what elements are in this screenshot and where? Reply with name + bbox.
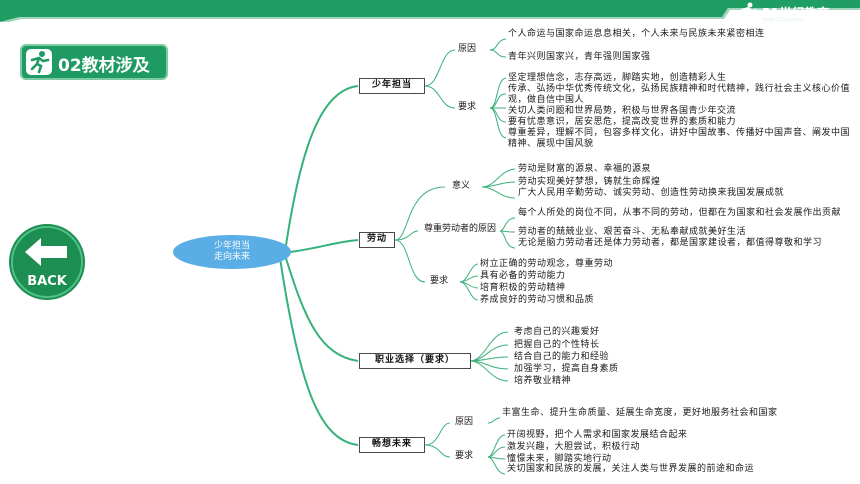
leaf-text: 培养敬业精神 [514,376,572,386]
leaf-text: 无论是脑力劳动者还是体力劳动者，都是国家建设者，都值得尊敬和学习 [518,238,823,248]
leaf-text: 具有必备的劳动能力 [480,271,566,281]
label-respect-reason: 尊重劳动者的原因 [423,224,496,234]
leaf-text: 憧憬未来，脚踏实地行动 [507,454,612,464]
leaf-text: 每个人所处的岗位不同，从事不同的劳动，但都在为国家和社会发展作出贡献 [518,208,842,218]
leaf-text: 劳动实现美好梦想，铸就生命辉煌 [518,177,661,187]
leaf-text: 关切人类问题和世界局势，积极与世界各国青少年交流 [508,106,737,116]
center-line-2: 走向未来 [213,252,250,262]
back-button[interactable]: BACK [7,222,91,306]
label-requirement: 要求 [430,276,449,286]
label-reason: 原因 [455,417,474,427]
brand-logo: 21世纪教育 www.21cnjy.com [736,2,846,23]
leaf-text: 尊重差异，理解不同，包容多样文化，讲好中国故事、传播好中国声音、阐发中国精神、展… [508,128,851,149]
brand-url: www.21cnjy.com [762,17,804,23]
leaf-text: 坚定理想信念，志存高远，脚踏实地，创造精彩人生 [508,73,727,83]
leaf-text: 关切国家和民族的发展，关注人类与世界发展的前途和命运 [507,464,755,474]
branch-box-youth: 少年担当 [359,78,425,94]
leaf-text: 把握自己的个性特长 [514,340,600,350]
leaf-text: 结合自己的能力和经验 [514,352,610,362]
leaf-text: 传承、弘扬中华优秀传统文化，弘扬民族精神和时代精神，践行社会主义核心价值观，做自… [508,84,851,105]
leaf-text: 培育积极的劳动精神 [480,283,566,293]
branch-box-labor: 劳动 [359,232,395,248]
leaf-text: 劳动者的兢兢业业、艰苦奋斗、无私奉献成就美好生活 [518,227,747,237]
leaf-text: 要有忧患意识，居安思危，提高改变世界的素质和能力 [508,117,737,127]
leaf-text: 激发兴趣，大胆尝试，积极行动 [507,442,641,452]
leaf-text: 青年兴则国家兴，青年强则国家强 [508,52,651,62]
label-requirement: 要求 [458,102,477,112]
leaf-text: 加强学习，提高自身素质 [514,364,619,374]
label-meaning: 意义 [452,181,471,191]
section-header: 02教材涉及 [20,44,168,80]
leaf-text: 树立正确的劳动观念，尊重劳动 [480,259,614,269]
leaf-text: 丰富生命、提升生命质量、延展生命宽度，更好地服务社会和国家 [502,408,778,418]
top-banner [0,0,860,22]
center-line-1: 少年担当 [213,241,250,251]
leaf-text: 个人命运与国家命运息息相关，个人未来与民族未来紧密相连 [508,29,765,39]
back-arrow-icon [9,224,85,300]
leaf-text: 广大人民用辛勤劳动、诚实劳动、创造性劳动换来我国发展成就 [518,188,785,198]
runner-icon [26,49,52,75]
branch-box-future: 畅想未来 [359,437,425,453]
runner-logo-icon [740,2,757,22]
back-label: BACK [27,274,67,289]
label-requirement: 要求 [455,451,474,461]
label-reason: 原因 [458,44,477,54]
center-topic: 少年担当 走向未来 [173,235,291,269]
section-title: 02教材涉及 [58,56,150,76]
leaf-text: 劳动是财富的源泉、幸福的源泉 [518,164,652,174]
leaf-text: 开阔视野，把个人需求和国家发展结合起来 [507,430,688,440]
brand-name: 21世纪教育 [762,7,830,22]
branch-box-career: 职业选择（要求） [359,353,471,369]
leaf-text: 考虑自己的兴趣爱好 [514,327,600,337]
leaf-text: 养成良好的劳动习惯和品质 [480,295,595,305]
